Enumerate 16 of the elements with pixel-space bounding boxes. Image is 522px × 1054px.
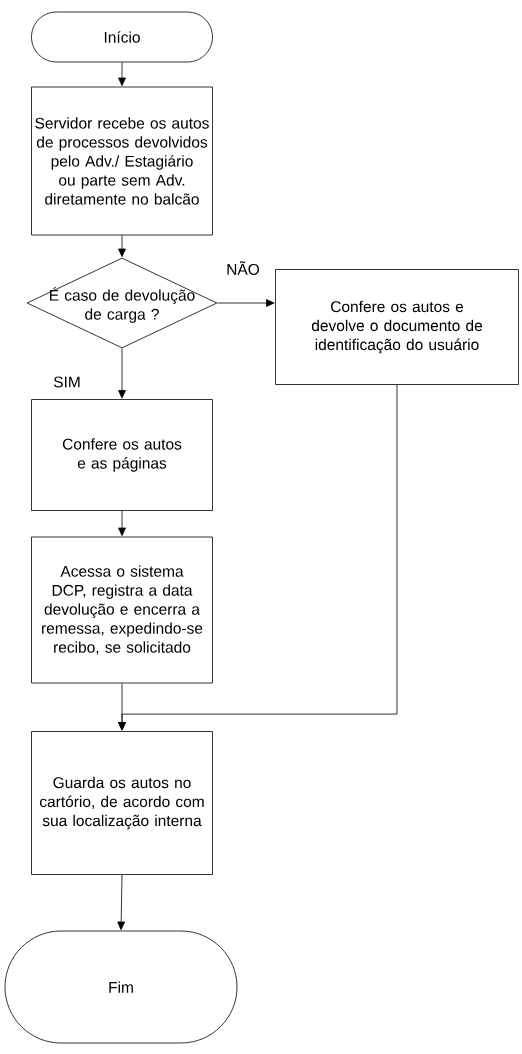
arrow bbox=[118, 384, 398, 731]
arrow bbox=[118, 510, 126, 536]
arrow bbox=[217, 299, 275, 307]
process-box: Guarda os autos no cartório, de acordo com sua localização interna bbox=[31, 731, 213, 875]
arrow bbox=[117, 874, 126, 931]
arrow bbox=[118, 235, 126, 257]
process-box: Confere os autos e devolve o documento de identificação do usuário bbox=[275, 269, 519, 385]
start-terminal: Início bbox=[31, 11, 213, 63]
edge-label: SIM bbox=[52, 375, 82, 389]
process-box: Servidor recebe os autos de processos devolvidos pelo Adv./ Estagiário ou parte sem Adv. diretamente no balcão bbox=[31, 86, 213, 236]
edge-label: NÃO bbox=[225, 260, 261, 276]
process-box: Acessa o sistema DCP, registra a data devolução e encerra a remessa, expedindo-se recibo, se solicitado bbox=[31, 536, 213, 684]
end-terminal: Fim bbox=[4, 930, 238, 1044]
arrow bbox=[118, 348, 126, 399]
process-box: Confere os autos e as páginas bbox=[31, 399, 213, 511]
arrow bbox=[118, 62, 126, 86]
